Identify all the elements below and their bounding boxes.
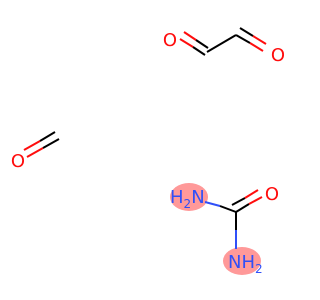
urea-molecule: O H2N NH2: [170, 184, 279, 276]
urea-oxygen: O: [265, 184, 279, 205]
urea-nh2-top-highlight: [170, 183, 208, 211]
urea-amine-bottom-label: NH2: [228, 252, 263, 276]
glyoxal-cc-bond: [206, 34, 237, 53]
glyoxal-double-bond-right-a: [235, 34, 251, 44]
formaldehyde-double-bond-a2: [42, 138, 60, 149]
glyoxal-double-bond-right-b: [239, 27, 254, 37]
glyoxal-double-bond-left-a: [183, 31, 197, 41]
glyoxal-molecule: O O: [163, 27, 285, 66]
glyoxal-double-bond-left-b: [179, 38, 194, 48]
urea-co-bond-a2: [248, 196, 263, 205]
glyoxal-double-bond-left-b2: [192, 46, 206, 56]
urea-amine-top-n: N: [191, 187, 204, 208]
glyoxal-oxygen-left: O: [163, 30, 177, 51]
glyoxal-double-bond-right-a2: [249, 42, 264, 52]
urea-amine-bottom-sub: 2: [255, 262, 263, 276]
urea-co-bond-a: [235, 203, 250, 213]
urea-co-bond-b2: [244, 189, 259, 199]
urea-amine-bottom-nh: NH: [228, 252, 255, 273]
urea-amine-top-label: H2N: [170, 187, 205, 211]
urea-amine-top-h: H: [170, 187, 184, 208]
urea-nh2-bottom-highlight: [223, 247, 261, 275]
glyoxal-double-bond-right-b2: [252, 35, 267, 45]
molecule-drawing: O O O O H2N NH2: [11, 27, 285, 276]
formaldehyde-double-bond-a: [26, 147, 44, 158]
urea-n1-c-bond-n: [204, 201, 221, 207]
structure-canvas: O O O O H2N NH2: [11, 27, 285, 276]
urea-amine-top-sub: 2: [184, 197, 192, 211]
formaldehyde-double-bond-b2: [39, 131, 56, 142]
urea-co-bond-b: [231, 197, 246, 206]
formaldehyde-oxygen: O: [11, 151, 25, 172]
formaldehyde-double-bond-b: [23, 140, 41, 151]
urea-n1-c-bond-c: [219, 205, 237, 213]
glyoxal-double-bond-left-a2: [195, 39, 209, 49]
formaldehyde-molecule: O: [11, 131, 60, 172]
glyoxal-oxygen-right: O: [271, 45, 285, 66]
